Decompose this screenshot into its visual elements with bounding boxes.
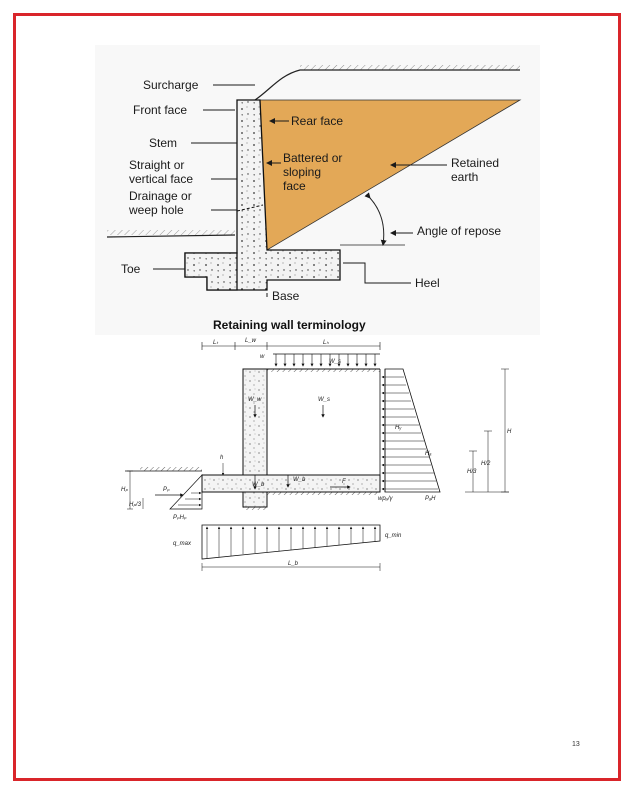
label-h3: H/3 (467, 469, 477, 475)
label-battered-1: Battered or (283, 151, 342, 165)
label-ha: Hₐ (425, 451, 431, 457)
label-battered-3: face (283, 179, 306, 193)
active-pressure-arrows (381, 375, 438, 491)
label-h-small: h (220, 455, 224, 461)
label-pah: PₐH (425, 496, 436, 502)
shear-key (242, 491, 268, 508)
dim-lw: L_w (245, 338, 257, 344)
label-drainage-2: weep hole (128, 203, 184, 217)
label-battered-2: sloping (283, 165, 321, 179)
dim-lh: Lₕ (323, 340, 329, 346)
label-hp3: Hₚ/3 (129, 502, 142, 508)
label-heel: Heel (415, 276, 440, 290)
dim-lt: Lₜ (213, 340, 218, 346)
label-toe: Toe (121, 262, 141, 276)
label-base: Base (272, 289, 300, 303)
label-pphp: PₚHₚ (173, 515, 187, 521)
surcharge-load-arrows (274, 354, 377, 367)
page-number: 13 (572, 741, 580, 748)
label-hy: Hᵧ (395, 425, 402, 431)
label-surcharge: Surcharge (143, 78, 199, 92)
label-h2: H/2 (481, 461, 491, 467)
label-ws-top: W_s (329, 359, 341, 365)
wall-stem (242, 368, 268, 476)
label-stem: Stem (149, 136, 177, 150)
label-qmin: q_min (385, 533, 402, 539)
retaining-wall-force-diagram: Lₜ L_w Lₕ w W_s W_w W_s W_b W_b F (121, 338, 512, 571)
label-lb: L_b (288, 561, 299, 567)
label-ww: W_w (248, 397, 262, 403)
label-wpa: wpₐ/γ (378, 496, 393, 502)
base-pressure-arrows (205, 526, 377, 558)
label-wb: W_b (293, 477, 306, 483)
label-h: H (507, 429, 512, 435)
label-retained-1: Retained (451, 156, 499, 170)
page-border (13, 13, 621, 781)
surcharge-line (254, 69, 520, 101)
label-hp: Hₚ (121, 487, 128, 493)
label-w: w (260, 354, 265, 360)
retaining-wall-terminology-diagram: Surcharge Front face Stem Straight or ve… (95, 45, 540, 335)
figure1-caption: Retaining wall terminology (213, 318, 366, 332)
label-qmax: q_max (173, 541, 192, 547)
angle-of-repose-arc (364, 192, 387, 246)
label-wb2: W_b (252, 482, 265, 488)
label-straight-face-2: vertical face (129, 172, 193, 186)
weep-hole (236, 204, 264, 212)
label-straight-face-1: Straight or (129, 158, 184, 172)
wall-base (201, 474, 381, 493)
base-pressure-diagram (201, 524, 381, 560)
label-rear-face: Rear face (291, 114, 343, 128)
label-f: F (342, 479, 346, 485)
label-angle-of-repose: Angle of repose (417, 224, 501, 238)
passive-pressure-diagram (169, 474, 203, 510)
label-hp-force: Pₚ (163, 487, 170, 493)
label-front-face: Front face (133, 103, 187, 117)
label-retained-2: earth (451, 170, 478, 184)
active-pressure-diagram (384, 368, 441, 493)
label-drainage-1: Drainage or (129, 189, 192, 203)
label-ws-soil: W_s (318, 397, 330, 403)
